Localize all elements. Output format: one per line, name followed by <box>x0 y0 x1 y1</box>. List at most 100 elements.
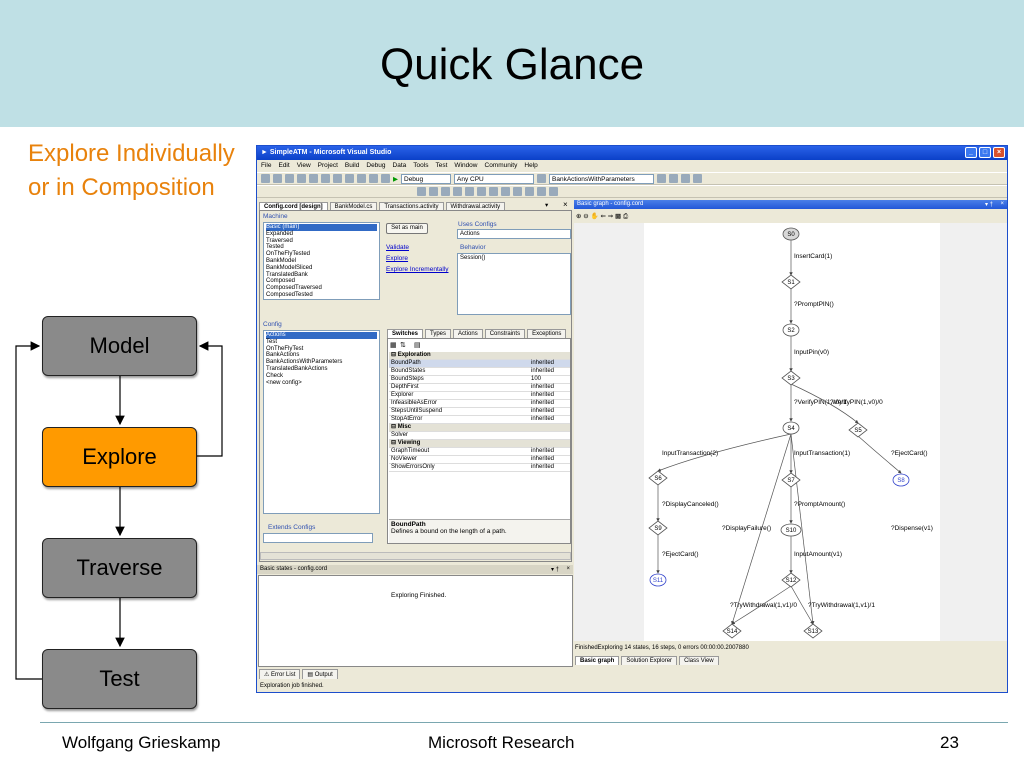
config-item[interactable]: TranslatedBankActions <box>266 365 328 372</box>
property-value[interactable]: inherited <box>529 447 570 456</box>
graph-node[interactable] <box>781 572 801 588</box>
graph-node[interactable] <box>782 323 800 337</box>
toolbar-icon-9[interactable] <box>513 187 522 196</box>
cut-icon[interactable] <box>321 174 330 183</box>
tab-output[interactable]: ▤ Output <box>302 669 338 679</box>
graph-pin-icon[interactable]: ▾ † <box>984 202 993 208</box>
category-row[interactable]: ⊟ Exploration <box>389 352 570 360</box>
graph-node[interactable] <box>782 421 800 435</box>
extends-configs-field[interactable] <box>263 533 373 543</box>
uses-configs-field[interactable]: Actions <box>457 229 571 239</box>
config-item[interactable]: BankActionsWithParameters <box>266 359 343 366</box>
menu-tools[interactable]: Tools <box>413 162 429 169</box>
doc-pin-icon[interactable]: ▾ <box>545 202 549 209</box>
toolbar-icon-2[interactable] <box>429 187 438 196</box>
menu-test[interactable]: Test <box>435 162 448 169</box>
maximize-button[interactable]: □ <box>979 147 991 158</box>
graph-node[interactable] <box>848 422 868 438</box>
behavior-field[interactable]: Session() <box>457 253 571 315</box>
toolbar-icon-12[interactable] <box>549 187 558 196</box>
zoom-in-icon[interactable]: ⊕ <box>576 213 582 220</box>
graph-node[interactable] <box>780 523 802 537</box>
config-list[interactable]: Actions Test OnTheFlyTest BankActions Ba… <box>263 330 380 514</box>
property-value[interactable]: inherited <box>529 359 570 368</box>
property-value[interactable]: inherited <box>529 399 570 408</box>
machine-item[interactable]: Tested <box>266 244 284 251</box>
toolbar-icon-3[interactable] <box>441 187 450 196</box>
tab-types[interactable]: Types <box>425 329 452 338</box>
tab-class-view[interactable]: Class View <box>679 656 719 665</box>
find-icon[interactable] <box>537 174 546 183</box>
start-debug-icon[interactable]: ▶ <box>393 175 398 183</box>
graph-node[interactable] <box>892 473 910 487</box>
graph-node[interactable] <box>781 472 801 488</box>
tab-constraints[interactable]: Constraints <box>484 329 526 338</box>
toolbar-icon-11[interactable] <box>537 187 546 196</box>
tab-transactions[interactable]: Transactions.activity <box>379 202 444 211</box>
toolbar-icon-7[interactable] <box>489 187 498 196</box>
new-project-icon[interactable] <box>261 174 270 183</box>
back-icon[interactable]: ⇐ <box>600 213 606 220</box>
menu-build[interactable]: Build <box>344 162 360 169</box>
save-graph-icon[interactable]: ▩ <box>614 213 622 220</box>
property-pages-icon[interactable]: ▤ <box>414 342 421 349</box>
menu-debug[interactable]: Debug <box>366 162 386 169</box>
machine-item[interactable]: TranslatedBank <box>266 271 308 278</box>
properties-icon[interactable] <box>669 174 678 183</box>
category-row[interactable]: ⊟ Misc <box>389 423 570 432</box>
toolbar-icon-10[interactable] <box>525 187 534 196</box>
forward-icon[interactable]: ⇒ <box>607 213 614 220</box>
tab-error-list[interactable]: ⚠ Error List <box>259 669 301 679</box>
property-value[interactable] <box>529 431 570 440</box>
graph-node[interactable] <box>781 274 801 290</box>
menu-data[interactable]: Data <box>392 162 407 169</box>
print-icon[interactable]: ⎙ <box>622 213 629 220</box>
toolbar-icon-1[interactable] <box>417 187 426 196</box>
tab-basic-graph[interactable]: Basic graph <box>575 656 620 665</box>
config-item[interactable]: <new config> <box>266 379 302 386</box>
config-item[interactable]: OnTheFlyTest <box>266 345 304 352</box>
graph-node[interactable] <box>781 370 801 386</box>
property-row[interactable]: Solver <box>389 431 570 440</box>
property-value[interactable]: inherited <box>529 463 570 472</box>
set-as-main-button[interactable]: Set as main <box>386 223 428 234</box>
class-view-icon[interactable] <box>693 174 702 183</box>
pan-icon[interactable]: ✋ <box>590 213 599 220</box>
config-item[interactable]: Test <box>266 338 278 345</box>
basic-states-pin-icon[interactable]: ▾ † <box>550 567 559 573</box>
basic-states-close-icon[interactable]: × <box>566 566 570 572</box>
tab-exceptions[interactable]: Exceptions <box>527 329 567 338</box>
doc-close-icon[interactable]: × <box>563 200 568 209</box>
menu-community[interactable]: Community <box>484 162 518 169</box>
redo-icon[interactable] <box>369 174 378 183</box>
sort-alphabetical-icon[interactable]: ⇅ <box>400 342 406 349</box>
menu-help[interactable]: Help <box>524 162 538 169</box>
save-icon[interactable] <box>297 174 306 183</box>
tab-actions[interactable]: Actions <box>453 329 483 338</box>
platform-combo[interactable]: Any CPU <box>454 173 534 184</box>
menu-project[interactable]: Project <box>317 162 338 169</box>
validate-link[interactable]: Validate <box>386 244 410 251</box>
property-value[interactable]: 100 <box>529 375 570 384</box>
menu-file[interactable]: File <box>261 162 272 169</box>
category-row[interactable]: ⊟ Viewing <box>389 439 570 448</box>
config-item[interactable]: Check <box>266 372 284 379</box>
machine-item[interactable]: Composed <box>266 278 296 285</box>
machine-item[interactable]: Basic (main) <box>266 224 377 231</box>
zoom-out-icon[interactable]: ⊖ <box>583 213 589 220</box>
menu-view[interactable]: View <box>296 162 311 169</box>
toolbar-icon-8[interactable] <box>501 187 510 196</box>
sort-categorized-icon[interactable]: ▦ <box>390 342 397 349</box>
menu-edit[interactable]: Edit <box>278 162 290 169</box>
config-item[interactable]: Actions <box>266 332 377 339</box>
tab-solution-explorer[interactable]: Solution Explorer <box>621 656 678 665</box>
property-value[interactable]: inherited <box>529 415 570 424</box>
property-value[interactable]: inherited <box>529 455 570 464</box>
property-value[interactable]: inherited <box>529 383 570 392</box>
graph-node[interactable] <box>648 520 668 536</box>
